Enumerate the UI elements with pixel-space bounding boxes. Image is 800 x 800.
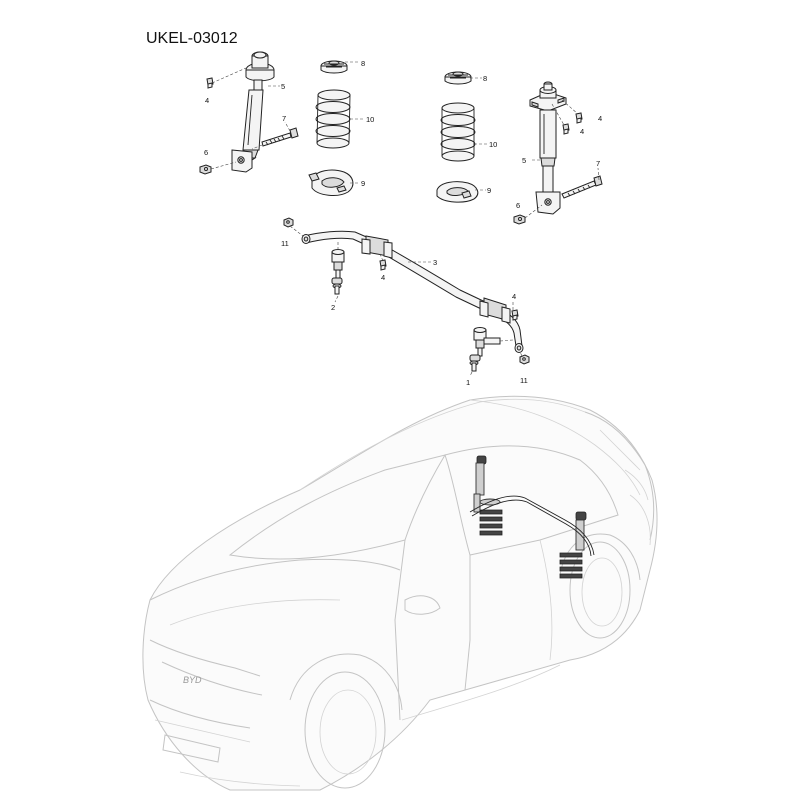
callout-3: 3 xyxy=(433,258,437,267)
callout-leaders xyxy=(268,61,600,377)
callout-9: 9 xyxy=(487,186,491,195)
spring-seat-lower-9-left xyxy=(308,169,354,196)
bolt-4-stabilizer-left xyxy=(379,259,387,271)
shock-absorber-left xyxy=(231,51,275,173)
callout-4: 4 xyxy=(580,127,584,136)
callout-11: 11 xyxy=(520,376,528,385)
installed-suspension xyxy=(469,455,595,579)
bolt-4-right-lower xyxy=(562,123,570,135)
vehicle-outline: BYD xyxy=(142,395,658,791)
bolt-7-left xyxy=(261,127,299,147)
spring-seat-upper-8-right xyxy=(444,71,472,85)
callout-9: 9 xyxy=(361,179,365,188)
callout-8: 8 xyxy=(483,74,487,83)
bolt-4-right-upper xyxy=(575,112,583,124)
bolt-4-left-shock xyxy=(206,77,214,89)
callout-8: 8 xyxy=(361,59,365,68)
callout-4: 4 xyxy=(205,96,209,105)
coil-spring-10-right xyxy=(440,102,476,162)
callout-1: 1 xyxy=(466,378,470,387)
callout-4: 4 xyxy=(512,292,516,301)
callout-2: 2 xyxy=(331,303,335,312)
stabilizer-bar-3 xyxy=(301,230,524,353)
callout-5: 5 xyxy=(522,156,526,165)
callout-7: 7 xyxy=(282,114,286,123)
callout-5: 5 xyxy=(281,82,285,91)
callout-6: 6 xyxy=(204,148,208,157)
nut-11-left xyxy=(283,217,294,228)
spring-seat-upper-8-left xyxy=(320,60,348,74)
bolt-4-stabilizer-right xyxy=(511,309,519,321)
diagram-code: UKEL-03012 xyxy=(146,30,238,47)
callout-11: 11 xyxy=(281,239,289,248)
callout-4: 4 xyxy=(381,273,385,282)
nut-6-right xyxy=(513,214,526,225)
callout-10: 10 xyxy=(366,115,374,124)
coil-spring-10-left xyxy=(315,89,351,149)
callout-numbers: 4 5 6 7 8 10 9 8 10 9 4 4 5 7 6 11 3 4 4… xyxy=(204,59,602,387)
nut-11-right xyxy=(519,354,530,365)
callout-7: 7 xyxy=(596,159,600,168)
bolt-7-right xyxy=(561,175,603,199)
stabilizer-link-1 xyxy=(469,327,501,372)
nut-6-left xyxy=(199,164,212,175)
shock-absorber-right xyxy=(529,81,567,215)
callout-10: 10 xyxy=(489,140,497,149)
stabilizer-link-2 xyxy=(331,249,345,295)
callout-4: 4 xyxy=(598,114,602,123)
vehicle-logo: BYD xyxy=(183,675,202,685)
spring-seat-lower-9-right xyxy=(436,181,479,203)
callout-6: 6 xyxy=(516,201,520,210)
